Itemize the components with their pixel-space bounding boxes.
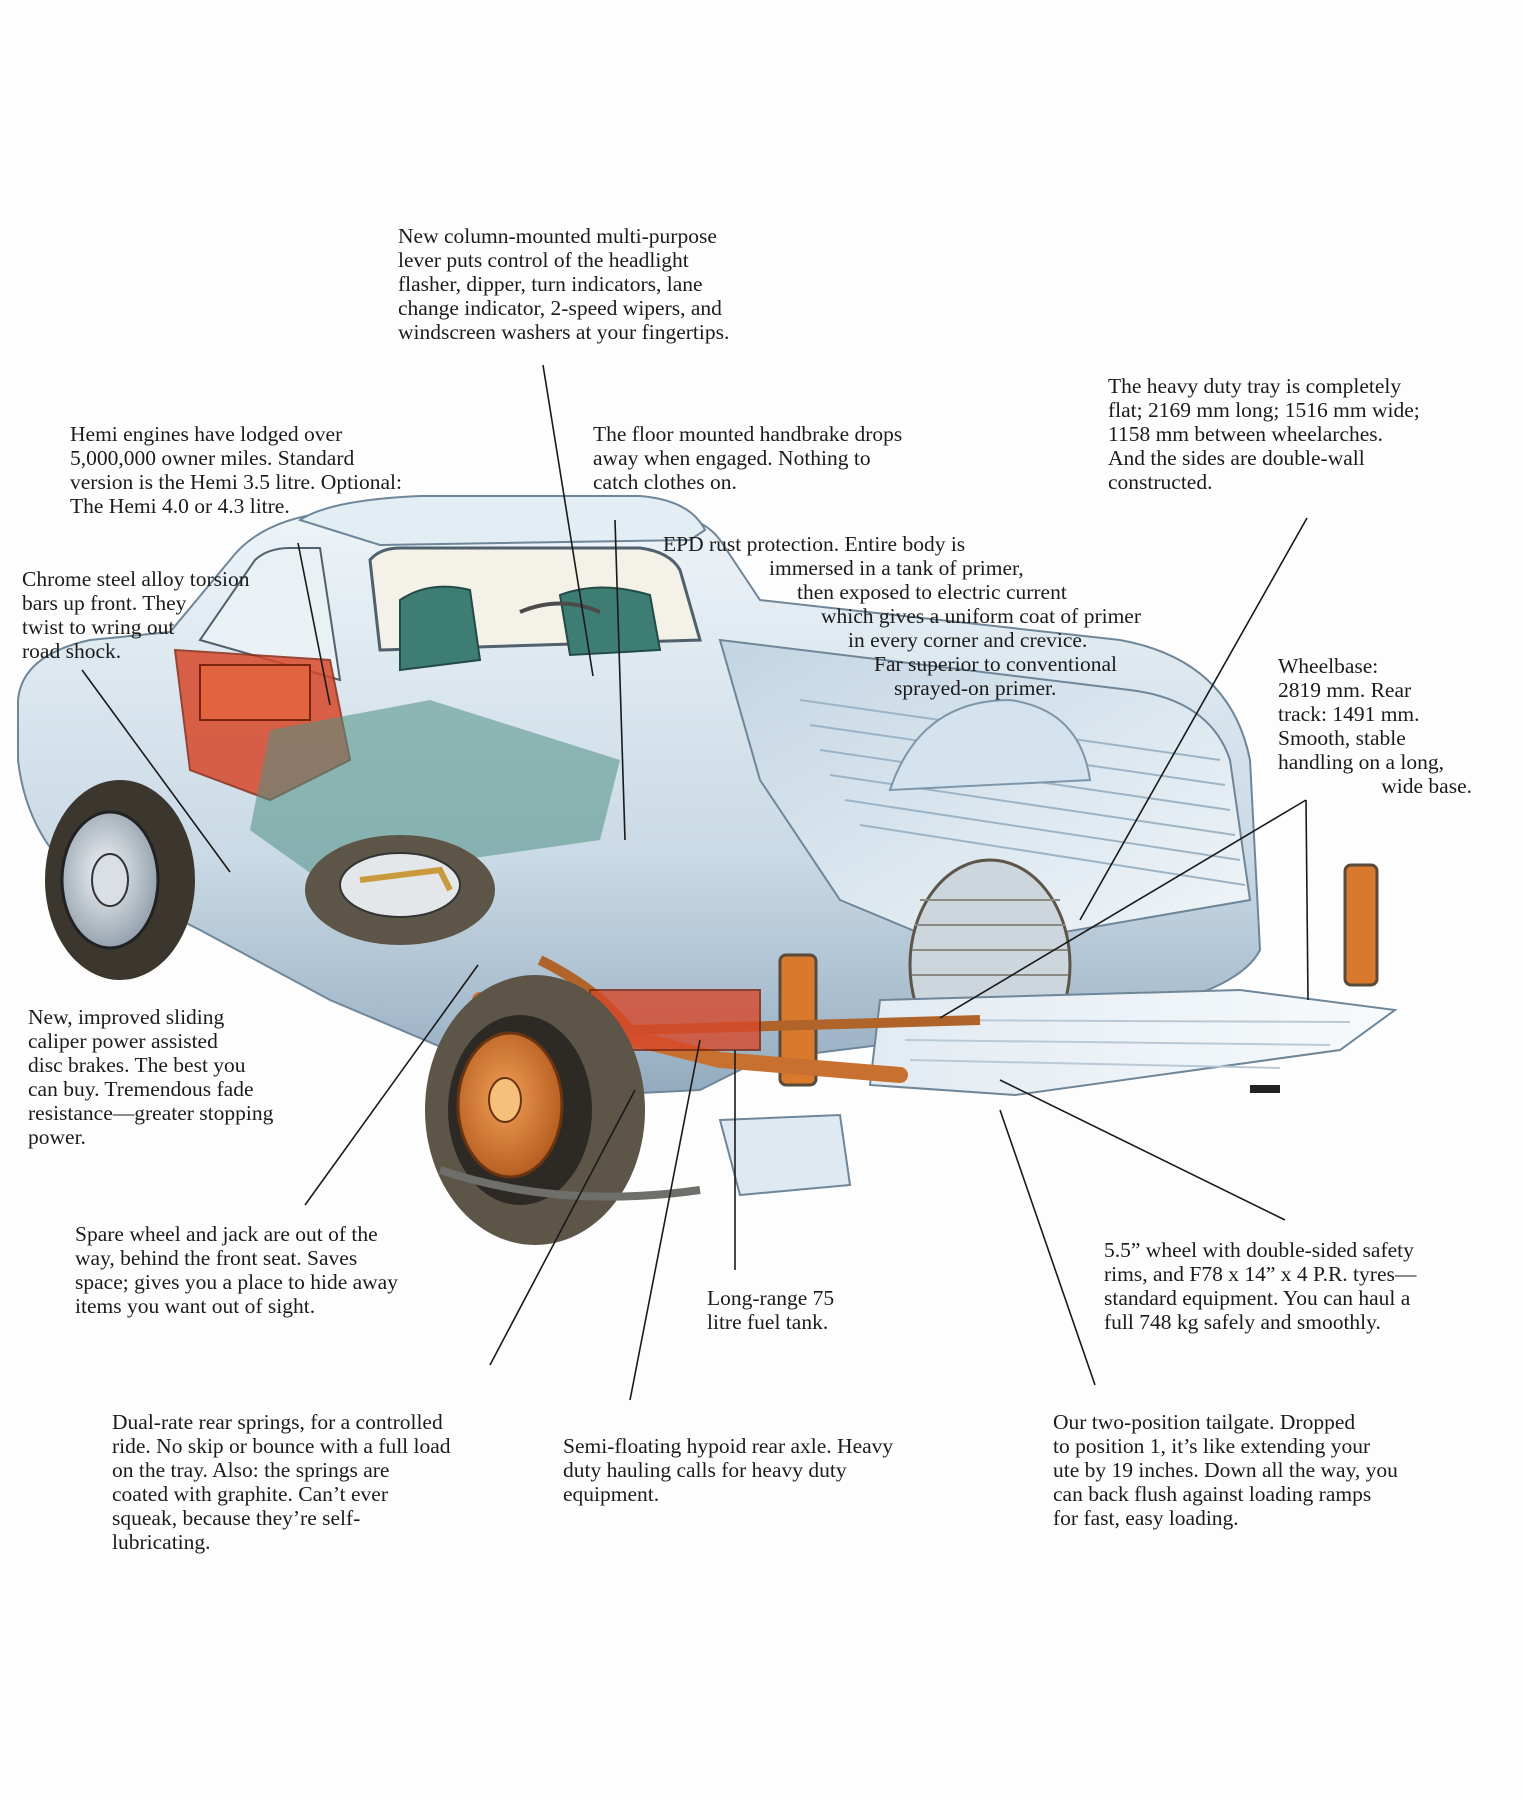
caption-wheel: 5.5” wheel with double-sided safety rims…: [1104, 1238, 1417, 1334]
caption-wheelbase: Wheelbase: 2819 mm. Rear track: 1491 mm.…: [1278, 654, 1472, 798]
caption-brakes: New, improved sliding caliper power assi…: [28, 1005, 274, 1149]
caption-handbrake: The floor mounted handbrake drops away w…: [593, 422, 903, 494]
caption-column-lever: New column-mounted multi-purpose lever p…: [398, 224, 730, 344]
caption-tray: The heavy duty tray is completely flat; …: [1108, 374, 1420, 494]
caption-springs: Dual-rate rear springs, for a controlled…: [112, 1410, 451, 1554]
caption-hemi: Hemi engines have lodged over 5,000,000 …: [70, 422, 403, 518]
front-wheel: [45, 780, 195, 980]
rear-bumper: [718, 1113, 852, 1197]
interior-green-panel: [250, 700, 620, 880]
caption-axle: Semi-floating hypoid rear axle. Heavy du…: [563, 1434, 894, 1506]
cab-roof: [297, 495, 707, 547]
rear-wheel: [425, 975, 645, 1245]
caption-tailgate: Our two-position tailgate. Dropped to po…: [1053, 1410, 1398, 1530]
tailgate-latch: [1250, 1085, 1280, 1093]
engine-block: [199, 664, 311, 721]
caption-epd: EPD rust protection. Entire body is imme…: [663, 532, 1142, 700]
caption-torsion: Chrome steel alloy torsion bars up front…: [22, 567, 250, 663]
tail-lamp-right: [1343, 863, 1379, 987]
caption-spare: Spare wheel and jack are out of the way,…: [75, 1222, 398, 1318]
caption-fuel: Long-range 75 litre fuel tank.: [707, 1286, 835, 1334]
spare-wheel: [305, 835, 495, 945]
